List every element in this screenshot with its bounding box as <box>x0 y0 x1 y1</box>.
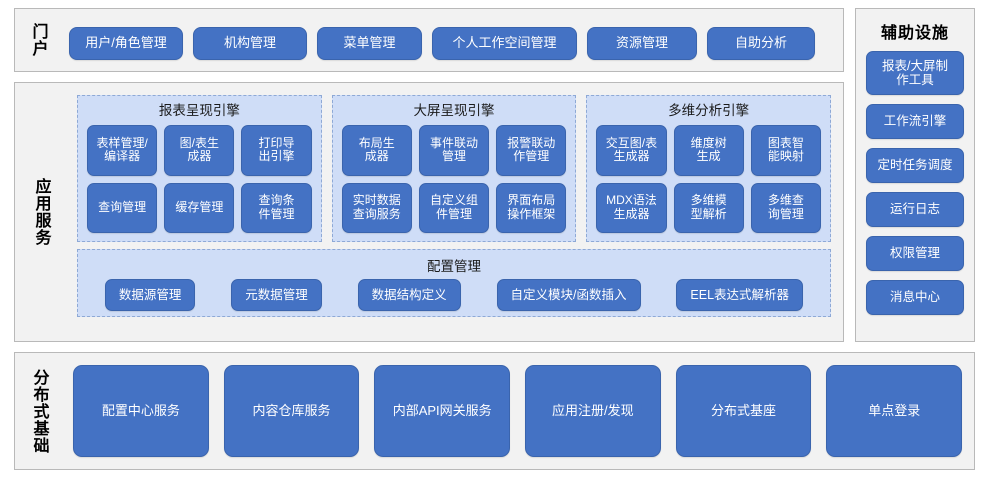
app-service-section: 应用服务 报表呈现引擎 表样管理/ 编译器 图/表生 成器 打印导 出引擎 查询… <box>14 82 844 342</box>
app-service-label-text: 应用服务 <box>32 178 50 246</box>
engine-item-bigscreen-2[interactable]: 报警联动 作管理 <box>496 125 567 176</box>
aux-section-title: 辅助设施 <box>880 25 949 42</box>
config-item-eel-parser[interactable]: EEL表达式解析器 <box>676 279 804 311</box>
portal-label-text: 门户 <box>29 23 47 57</box>
base-item-distributed-foundation[interactable]: 分布式基座 <box>675 365 812 457</box>
engine-item-report-2[interactable]: 打印导 出引擎 <box>241 125 312 176</box>
engine-item-report-3[interactable]: 查询管理 <box>87 182 158 233</box>
aux-item-message-center[interactable]: 消息中心 <box>866 280 964 315</box>
engine-item-multidim-1[interactable]: 维度树 生成 <box>673 125 744 176</box>
base-item-app-registry[interactable]: 应用注册/发现 <box>525 365 661 457</box>
engine-item-multidim-5[interactable]: 多维查 询管理 <box>750 182 822 233</box>
portal-section-label: 门户 <box>15 9 59 71</box>
portal-item-org[interactable]: 机构管理 <box>193 26 307 60</box>
portal-item-menu[interactable]: 菜单管理 <box>317 26 422 60</box>
config-item-data-structure[interactable]: 数据结构定义 <box>357 279 461 311</box>
portal-item-user-role[interactable]: 用户/角色管理 <box>69 26 183 60</box>
engine-grid-bigscreen: 布局生 成器 事件联动 管理 报警联动 作管理 实时数据 查询服务 自定义组 件… <box>341 125 567 233</box>
engine-item-multidim-2[interactable]: 图表智 能映射 <box>750 125 822 176</box>
distributed-base-section: 分布式基础 配置中心服务 内容仓库服务 内部API网关服务 应用注册/发现 分布… <box>14 352 975 470</box>
engine-bigscreen-rendering: 大屏呈现引擎 布局生 成器 事件联动 管理 报警联动 作管理 实时数据 查询服务… <box>331 95 577 242</box>
portal-item-resource[interactable]: 资源管理 <box>587 26 697 60</box>
engine-item-report-4[interactable]: 缓存管理 <box>164 182 235 233</box>
engine-item-report-1[interactable]: 图/表生 成器 <box>164 125 235 176</box>
engine-grid-multidim: 交互图/表 生成器 维度树 生成 图表智 能映射 MDX语法 生成器 多维模 型… <box>596 125 822 233</box>
engine-multidim-analysis: 多维分析引擎 交互图/表 生成器 维度树 生成 图表智 能映射 MDX语法 生成… <box>586 95 832 242</box>
distributed-base-label-text: 分布式基础 <box>30 368 48 454</box>
engine-title-multidim: 多维分析引擎 <box>668 103 750 118</box>
engine-grid-report: 表样管理/ 编译器 图/表生 成器 打印导 出引擎 查询管理 缓存管理 查询条 … <box>87 125 312 233</box>
portal-item-workspace[interactable]: 个人工作空间管理 <box>432 26 577 60</box>
distributed-base-row: 配置中心服务 内容仓库服务 内部API网关服务 应用注册/发现 分布式基座 单点… <box>73 365 963 457</box>
base-item-content-repo[interactable]: 内容仓库服务 <box>223 365 360 457</box>
aux-item-scheduled-task[interactable]: 定时任务调度 <box>866 148 964 183</box>
base-item-config-center[interactable]: 配置中心服务 <box>73 365 209 457</box>
aux-item-list: 报表/大屏制 作工具 工作流引擎 定时任务调度 运行日志 权限管理 消息中心 <box>866 51 964 333</box>
config-management-panel: 配置管理 数据源管理 元数据管理 数据结构定义 自定义模块/函数插入 EEL表达… <box>77 249 831 317</box>
portal-section: 门户 用户/角色管理 机构管理 菜单管理 个人工作空间管理 资源管理 自助分析 <box>14 8 844 72</box>
config-item-datasource[interactable]: 数据源管理 <box>104 279 196 311</box>
app-service-section-label: 应用服务 <box>15 83 65 341</box>
aux-item-runtime-log[interactable]: 运行日志 <box>866 192 964 227</box>
config-item-custom-module[interactable]: 自定义模块/函数插入 <box>496 279 641 311</box>
engine-item-multidim-4[interactable]: 多维模 型解析 <box>673 182 744 233</box>
engine-item-multidim-0[interactable]: 交互图/表 生成器 <box>596 125 667 176</box>
engine-report-rendering: 报表呈现引擎 表样管理/ 编译器 图/表生 成器 打印导 出引擎 查询管理 缓存… <box>77 95 322 242</box>
aux-item-workflow-engine[interactable]: 工作流引擎 <box>866 104 964 139</box>
base-item-sso[interactable]: 单点登录 <box>826 365 963 457</box>
engine-item-multidim-3[interactable]: MDX语法 生成器 <box>596 182 667 233</box>
engine-title-report: 报表呈现引擎 <box>158 103 240 118</box>
config-management-title: 配置管理 <box>427 259 481 274</box>
aux-item-permission-management[interactable]: 权限管理 <box>866 236 964 271</box>
portal-item-self-analysis[interactable]: 自助分析 <box>707 26 815 60</box>
config-item-metadata[interactable]: 元数据管理 <box>231 279 322 311</box>
aux-section: 辅助设施 报表/大屏制 作工具 工作流引擎 定时任务调度 运行日志 权限管理 消… <box>855 8 975 342</box>
engine-item-bigscreen-1[interactable]: 事件联动 管理 <box>418 125 490 176</box>
engine-item-report-5[interactable]: 查询条 件管理 <box>241 182 312 233</box>
engines-row: 报表呈现引擎 表样管理/ 编译器 图/表生 成器 打印导 出引擎 查询管理 缓存… <box>77 95 832 242</box>
engine-item-bigscreen-4[interactable]: 自定义组 件管理 <box>418 182 490 233</box>
distributed-base-section-label: 分布式基础 <box>15 353 61 469</box>
aux-item-report-bigscreen-tool[interactable]: 报表/大屏制 作工具 <box>866 51 964 95</box>
engine-item-bigscreen-5[interactable]: 界面布局 操作框架 <box>496 182 567 233</box>
base-item-api-gateway[interactable]: 内部API网关服务 <box>374 365 511 457</box>
config-management-row: 数据源管理 元数据管理 数据结构定义 自定义模块/函数插入 EEL表达式解析器 <box>86 279 822 311</box>
engine-item-bigscreen-0[interactable]: 布局生 成器 <box>341 125 412 176</box>
engine-item-report-0[interactable]: 表样管理/ 编译器 <box>87 125 158 176</box>
engine-title-bigscreen: 大屏呈现引擎 <box>413 103 495 118</box>
portal-button-row: 用户/角色管理 机构管理 菜单管理 个人工作空间管理 资源管理 自助分析 <box>69 22 833 64</box>
engine-item-bigscreen-3[interactable]: 实时数据 查询服务 <box>341 182 412 233</box>
